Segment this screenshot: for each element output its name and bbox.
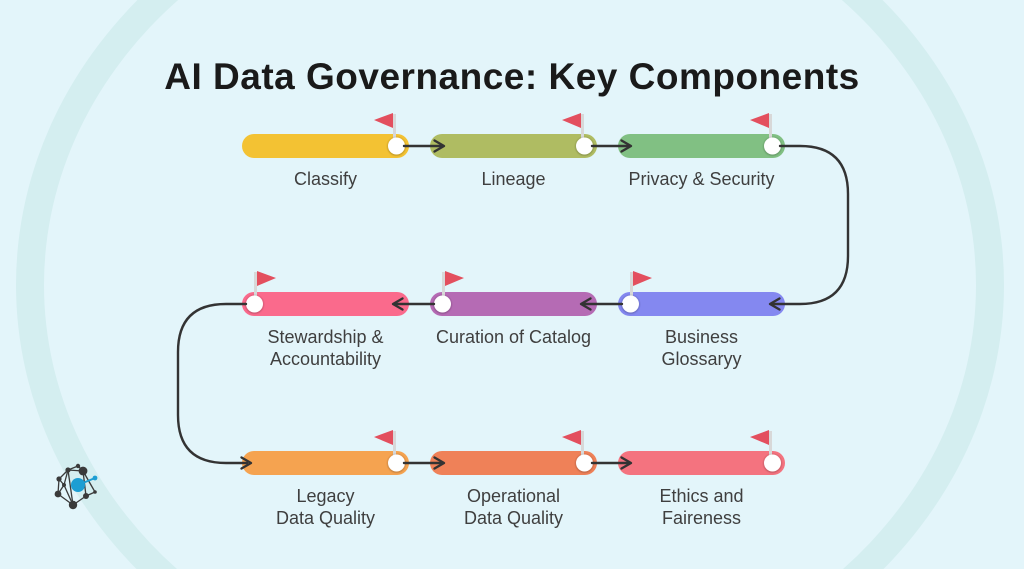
flag-pennant — [562, 430, 581, 445]
step-pill — [618, 113, 785, 158]
step-pill — [242, 113, 409, 158]
step-label: Operational Data Quality — [463, 486, 564, 529]
flag-icon — [562, 430, 584, 465]
step-label: Lineage — [481, 169, 546, 189]
step-operational-data-quality: Operational Data Quality — [430, 430, 597, 528]
flag-pennant — [750, 430, 769, 445]
step-label: Classify — [293, 169, 357, 189]
step-stewardship-accountability: Stewardship & Accountability — [242, 271, 409, 369]
flag-pennant — [750, 113, 769, 128]
step-pill — [618, 430, 785, 475]
step-pill — [618, 271, 785, 316]
flag-base-dot — [576, 137, 593, 155]
network-logo-icon — [54, 463, 98, 510]
step-pill — [242, 430, 409, 475]
flag-icon — [374, 430, 396, 465]
flag-icon — [750, 113, 772, 148]
flag-pennant — [444, 271, 464, 286]
flag-icon — [750, 430, 772, 465]
step-pill — [430, 271, 597, 316]
flag-icon — [374, 113, 396, 148]
step-lineage: Lineage — [430, 113, 597, 189]
step-label: Stewardship & Accountability — [267, 327, 384, 370]
step-label: Legacy Data Quality — [275, 486, 376, 529]
flag-base-dot — [388, 137, 405, 155]
flag-base-dot — [764, 454, 781, 472]
step-label: Curation of Catalog — [435, 327, 592, 347]
step-label: Business Glossaryy — [661, 327, 742, 370]
flag-pennant — [374, 430, 393, 445]
flag-base-dot — [764, 137, 781, 155]
step-curation-of-catalog: Curation of Catalog — [430, 271, 597, 347]
flag-icon — [442, 271, 464, 306]
step-privacy-security: Privacy & Security — [618, 113, 785, 189]
flag-base-dot — [388, 454, 405, 472]
flag-icon — [630, 271, 652, 306]
flag-base-dot — [576, 454, 593, 472]
step-ethics-fairness: Ethics and Faireness — [618, 430, 785, 528]
flag-pennant — [374, 113, 393, 128]
flag-base-dot — [622, 295, 639, 313]
step-label: Ethics and Faireness — [659, 486, 744, 529]
step-pill — [242, 271, 409, 316]
step-business-glossary: Business Glossaryy — [618, 271, 785, 369]
flag-icon — [254, 271, 276, 306]
flag-base-dot — [246, 295, 263, 313]
flag-icon — [562, 113, 584, 148]
step-pill — [430, 430, 597, 475]
flag-pennant — [256, 271, 276, 286]
flag-base-dot — [434, 295, 451, 313]
page-title: AI Data Governance: Key Components — [164, 56, 860, 97]
flag-pennant — [562, 113, 581, 128]
step-pill — [430, 113, 597, 158]
step-label: Privacy & Security — [628, 169, 775, 189]
step-legacy-data-quality: Legacy Data Quality — [242, 430, 409, 528]
step-classify: Classify — [242, 113, 409, 189]
flag-pennant — [632, 271, 652, 286]
